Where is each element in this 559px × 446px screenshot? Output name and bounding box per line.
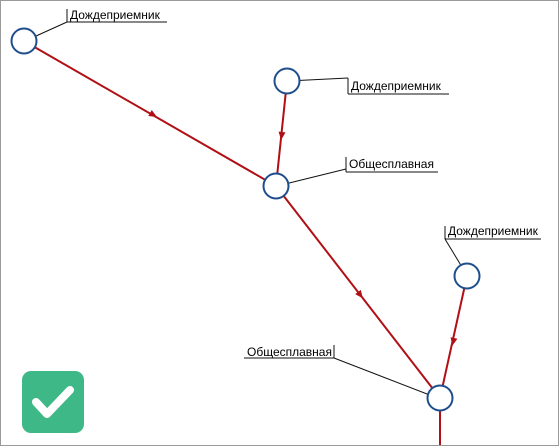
label-text-n1: Дождеприемник xyxy=(70,8,161,22)
node-label-n1: Дождеприемник xyxy=(24,8,167,42)
node-label-n3: Общесплавная xyxy=(276,157,438,187)
flow-arrow-icon xyxy=(355,289,363,299)
node-n5[interactable] xyxy=(426,384,454,412)
node-n3[interactable] xyxy=(262,172,290,200)
flow-arrow-icon xyxy=(450,337,458,346)
flow-arrow-icon xyxy=(148,109,157,117)
label-text-n2: Дождеприемник xyxy=(351,79,442,93)
label-text-n5: Общесплавная xyxy=(247,345,332,359)
checkmark-icon xyxy=(32,386,74,418)
pipe-n4-n5[interactable] xyxy=(439,275,468,399)
node-n4[interactable] xyxy=(453,262,481,290)
label-text-n4: Дождеприемник xyxy=(448,224,539,238)
label-text-n3: Общесплавная xyxy=(349,157,434,171)
node-label-n4: Дождеприемник xyxy=(444,224,541,278)
checkmark-badge[interactable] xyxy=(22,371,84,433)
node-label-n5: Общесплавная xyxy=(244,345,441,400)
node-n2[interactable] xyxy=(273,67,301,95)
node-n1[interactable] xyxy=(10,27,38,55)
node-label-n2: Дождеприемник xyxy=(287,77,449,95)
flow-arrow-icon xyxy=(278,131,286,140)
